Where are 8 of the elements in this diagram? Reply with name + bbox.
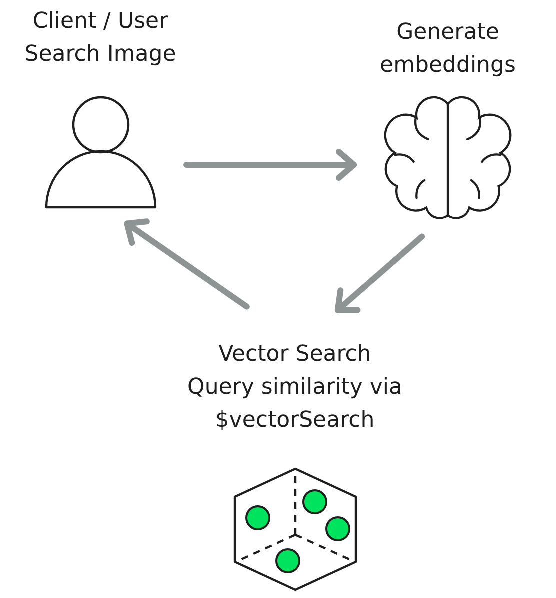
arrow [184,149,357,181]
node-label: Query similarity via $vectorSearch [186,374,404,435]
node-label: Search Image [24,41,176,69]
arrow [334,234,426,314]
node-label: Vector Search [218,341,372,369]
node-label: Generate embeddings [379,19,517,80]
arrow [124,218,250,310]
node-label: Client / User [32,8,168,36]
